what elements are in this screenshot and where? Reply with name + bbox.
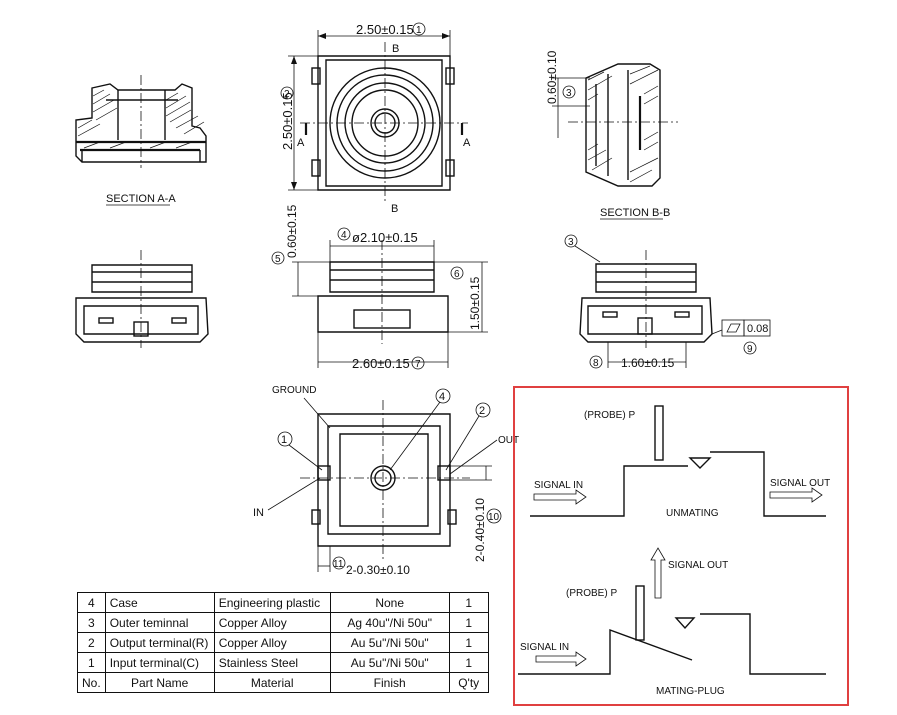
bom-table: 4 Case Engineering plastic None 1 3 Oute… — [77, 592, 489, 693]
cut-b-bottom: B — [391, 203, 398, 215]
right-side-view: 3 1.60±0.15 8 0.08 9 — [564, 234, 771, 370]
bom-qty: 1 — [448, 612, 489, 633]
right-width-dim: 1.60±0.15 — [621, 356, 675, 370]
unmating-label: UNMATING — [666, 508, 719, 519]
top-width-dim: 2.50±0.15 — [356, 22, 414, 37]
front-width-dim: 2.60±0.15 — [352, 356, 410, 371]
section-bb-label: SECTION B-B — [600, 207, 670, 219]
bom-qty: 1 — [448, 632, 489, 653]
front-dia-ref: 4 — [341, 230, 347, 241]
cut-b-top: B — [392, 43, 399, 55]
bom-header-finish: Finish — [329, 672, 450, 693]
bottom-ref1: 1 — [281, 434, 287, 446]
front-dia-dim: ø2.10±0.15 — [352, 230, 418, 245]
bom-material: Copper Alloy — [213, 612, 331, 633]
section-bb-view: 0.60±0.10 3 SECTION B-B — [545, 50, 678, 220]
bottom-width-ref: 11 — [333, 559, 344, 570]
bottom-ref2: 2 — [479, 405, 485, 417]
bb-ref: 3 — [566, 88, 572, 99]
top-height-ref: 2 — [284, 89, 290, 100]
right-width-ref: 8 — [593, 358, 599, 369]
bom-material: Copper Alloy — [213, 632, 331, 653]
unmating-signal-out: SIGNAL OUT — [770, 478, 830, 489]
bom-part: Input terminal(C) — [104, 652, 215, 673]
bom-finish: Au 5u"/Ni 50u" — [329, 632, 450, 653]
bom-header-no: No. — [77, 672, 106, 693]
front-width-ref: 7 — [415, 359, 421, 370]
bottom-view: GROUND 1 IN 4 2 OUT 2-0.40±0.10 10 11 2-… — [253, 385, 519, 577]
bottom-ref4: 4 — [439, 391, 445, 403]
bom-qty: 1 — [448, 592, 489, 613]
bb-dim: 0.60±0.10 — [545, 50, 559, 104]
section-aa-label: SECTION A-A — [106, 193, 176, 205]
bom-finish: Ag 40u"/Ni 50u" — [329, 612, 450, 633]
out-label: OUT — [498, 435, 519, 446]
table-header-row: No. Part Name Material Finish Q'ty — [77, 672, 489, 693]
bom-finish: None — [329, 592, 450, 613]
bom-qty: 1 — [448, 652, 489, 673]
section-aa-view: SECTION A-A — [75, 75, 207, 206]
bom-no: 4 — [77, 592, 106, 613]
mating-state: SIGNAL OUT (PROBE) P SIGNAL IN MATING-PL… — [518, 547, 826, 697]
unmating-probe-label: (PROBE) P — [584, 410, 635, 421]
switch-diagram-frame — [513, 386, 849, 706]
front-top-ref: 5 — [275, 254, 281, 265]
cut-a-right: A — [463, 137, 471, 149]
top-width-ref: 1 — [416, 25, 422, 36]
bom-part: Outer teminnal — [104, 612, 215, 633]
bom-part: Output terminal(R) — [104, 632, 215, 653]
flatness-ref: 9 — [747, 344, 753, 355]
mating-signal-in: SIGNAL IN — [520, 642, 569, 653]
bom-material: Engineering plastic — [213, 592, 331, 613]
table-row: 2 Output terminal(R) Copper Alloy Au 5u"… — [77, 632, 489, 653]
cut-a-left: A — [297, 137, 305, 149]
left-side-view — [75, 250, 209, 348]
top-view: A A B B 2.50±0.15 1 2.50±0.15 2 — [280, 22, 471, 215]
top-height-dim: 2.50±0.15 — [280, 92, 295, 150]
bom-part: Case — [104, 592, 215, 613]
bom-no: 2 — [77, 632, 106, 653]
front-height-dim: 1.50±0.15 — [468, 276, 482, 330]
table-row: 4 Case Engineering plastic None 1 — [77, 592, 489, 613]
mating-label: MATING-PLUG — [656, 686, 725, 697]
bom-header-part: Part Name — [104, 672, 215, 693]
table-row: 1 Input terminal(C) Stainless Steel Au 5… — [77, 652, 489, 673]
mating-probe-label: (PROBE) P — [566, 588, 617, 599]
unmating-state: (PROBE) P SIGNAL IN SIGNAL OUT UNMATING — [530, 405, 830, 519]
unmating-signal-in: SIGNAL IN — [534, 480, 583, 491]
mating-signal-out: SIGNAL OUT — [668, 560, 728, 571]
bom-finish: Au 5u"/Ni 50u" — [329, 652, 450, 673]
bom-material: Stainless Steel — [213, 652, 331, 673]
bom-header-material: Material — [213, 672, 331, 693]
ground-label: GROUND — [272, 385, 316, 396]
bom-no: 1 — [77, 652, 106, 673]
front-view: 0.60±0.15 5 4 ø2.10±0.15 1.50±0.15 6 2.6… — [271, 204, 488, 371]
bottom-width-dim: 2-0.30±0.10 — [346, 563, 410, 577]
front-height-ref: 6 — [454, 269, 460, 280]
switch-diagram: (PROBE) P SIGNAL IN SIGNAL OUT UNMATING … — [513, 386, 849, 706]
table-row: 3 Outer teminnal Copper Alloy Ag 40u"/Ni… — [77, 612, 489, 633]
bom-no: 3 — [77, 612, 106, 633]
flatness-value: 0.08 — [747, 323, 768, 335]
bottom-height-dim: 2-0.40±0.10 — [473, 498, 487, 562]
bom-header-qty: Q'ty — [448, 672, 489, 693]
front-top-dim: 0.60±0.15 — [285, 204, 299, 258]
right-ref3: 3 — [568, 237, 574, 248]
bottom-height-ref: 10 — [488, 512, 500, 523]
in-label: IN — [253, 507, 264, 519]
